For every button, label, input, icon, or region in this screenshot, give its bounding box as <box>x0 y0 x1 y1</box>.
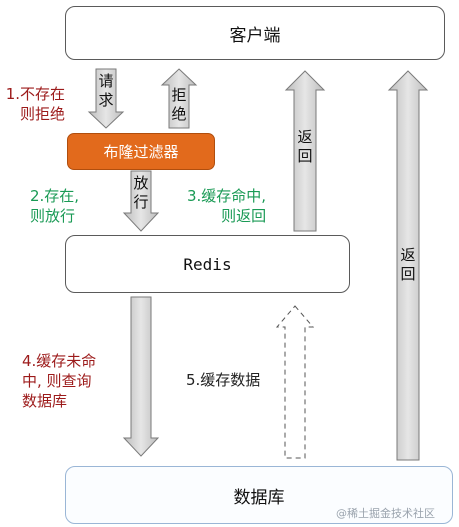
db-return-arrow <box>387 70 429 461</box>
step3-annotation: 3.缓存命中, 则返回 <box>187 187 267 225</box>
bloom-filter-node: 布隆过滤器 <box>67 133 215 170</box>
redis-node: Redis <box>65 235 350 293</box>
step2-annotation: 2.存在, 则放行 <box>30 187 80 225</box>
query-db-arrow <box>122 296 160 457</box>
watermark: @稀土掘金技术社区 <box>336 507 435 520</box>
request-arrow-label: 请 求 <box>98 72 114 109</box>
client-label: 客户端 <box>229 25 281 46</box>
database-label: 数据库 <box>233 487 285 508</box>
step4-annotation: 4.缓存未命 中, 则查询 数据库 <box>22 352 97 410</box>
redis-return-arrow-label: 返 回 <box>297 128 313 165</box>
cache-data-arrow <box>275 305 315 459</box>
database-node: 数据库 <box>65 466 453 524</box>
client-node: 客户端 <box>65 6 445 60</box>
redis-label: Redis <box>183 254 232 274</box>
bloom-filter-label: 布隆过滤器 <box>103 143 179 161</box>
release-arrow <box>122 170 160 232</box>
step1-annotation: 1.不存在 则拒绝 <box>5 85 65 123</box>
redis-return-arrow <box>284 70 326 232</box>
request-arrow <box>87 68 125 129</box>
db-return-arrow-label: 返 回 <box>400 246 416 283</box>
reject-arrow-label: 拒 绝 <box>171 86 187 123</box>
release-arrow-label: 放 行 <box>133 174 149 211</box>
reject-arrow <box>160 68 198 129</box>
step5-annotation: 5.缓存数据 <box>186 371 261 389</box>
